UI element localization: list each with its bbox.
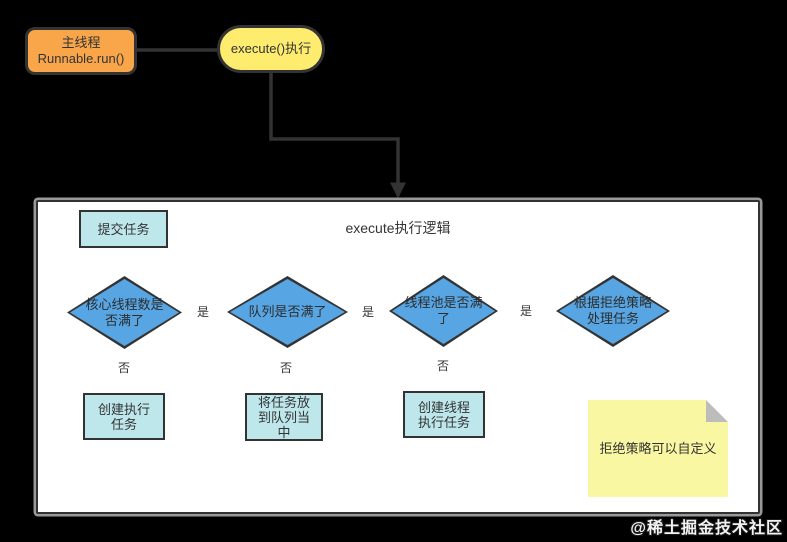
node-execute-call: execute()执行 [217,25,325,73]
decision-core-threads-full: 核心线程数是 否满了 [67,276,182,349]
node-enqueue-line3: 中 [277,424,291,440]
node-submit-task: 提交任务 [79,210,168,248]
edge-label-no-2: 否 [277,361,295,375]
edge-label-no-3: 否 [434,359,452,373]
container-title: execute执行逻辑 [345,220,451,236]
note-reject-policy-label: 拒绝策略可以自定义 [599,441,717,456]
juejin-watermark: @稀土掘金技术社区 [630,520,783,537]
node-submit-task-label: 提交任务 [97,221,150,237]
edge-label-yes-1: 是 [194,305,212,319]
node-create-thread-line2: 执行任务 [417,414,470,430]
node-create-exec-line1: 创建执行 [97,401,150,417]
edge-execute-to-container [269,73,407,199]
decision-pool-full: 线程池是否满 了 [389,275,498,347]
decision-reject-label-line2: 处理任务 [586,311,639,326]
decision-core-label-line1: 核心线程数是 [85,296,164,312]
decision-pool-label-line2: 了 [436,311,450,326]
edge-label-yes-2: 是 [359,305,377,319]
node-enqueue-line1: 将任务放 [257,394,310,410]
decision-pool-label-line1: 线程池是否满 [404,295,483,310]
note-reject-policy: 拒绝策略可以自定义 [588,400,728,497]
node-enqueue-task: 将任务放 到队列当 中 [245,393,323,441]
edge-label-yes-3: 是 [517,304,535,318]
decision-reject-label-line1: 根据拒绝策略 [573,295,652,310]
node-main-thread: 主线程 Runnable.run() [25,27,137,75]
node-create-exec-task: 创建执行 任务 [83,393,165,440]
node-create-thread-task: 创建线程 执行任务 [403,391,485,438]
edge-label-no-1: 否 [115,361,133,375]
decision-queue-full: 队列是否满了 [227,276,348,348]
node-enqueue-line2: 到队列当 [257,409,310,425]
decision-reject-policy: 根据拒绝策略 处理任务 [556,275,670,347]
node-main-thread-label-line1: 主线程 [61,35,101,50]
node-create-thread-line1: 创建线程 [417,399,470,415]
node-execute-call-label: execute()执行 [230,41,312,56]
decision-queue-label: 队列是否满了 [248,304,327,319]
decision-core-label-line2: 否满了 [104,312,144,328]
node-create-exec-line2: 任务 [110,416,137,432]
node-main-thread-label-line2: Runnable.run() [37,51,125,66]
